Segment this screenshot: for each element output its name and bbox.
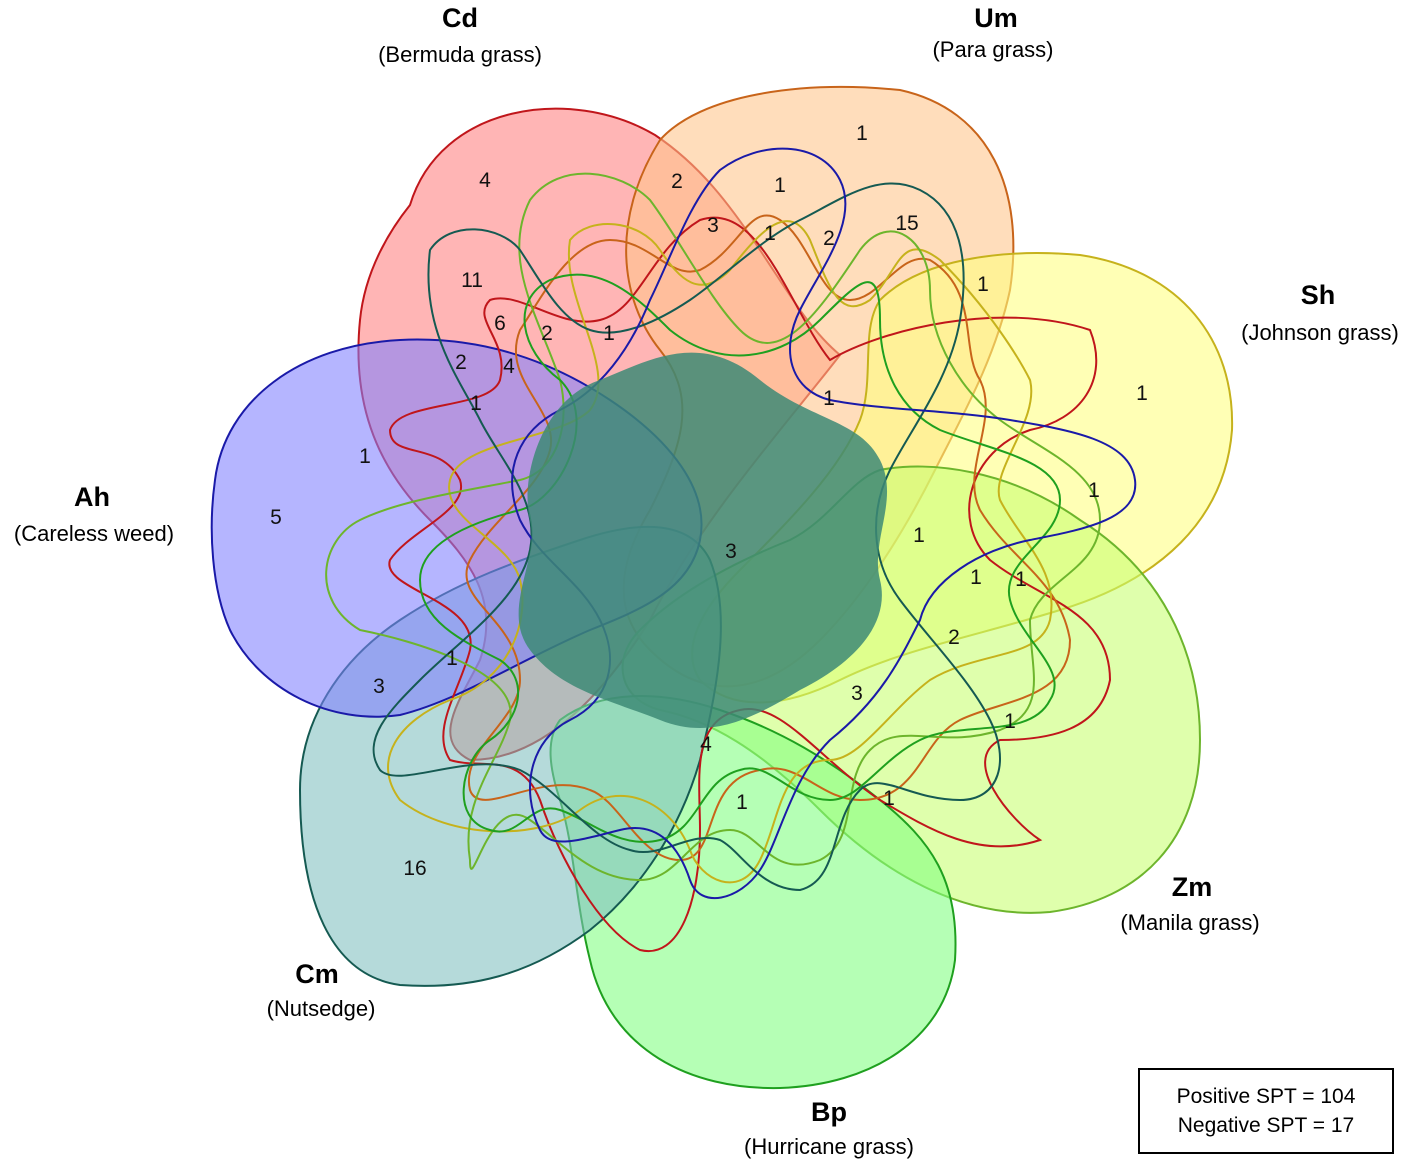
region-count: 2 [455,351,467,374]
set-sublabel-Cm: (Nutsedge) [267,996,376,1021]
region-count: 1 [470,392,482,415]
region-count: 1 [913,524,925,547]
region-count: 3 [707,214,719,237]
core-region [518,352,888,729]
region-count: 2 [541,322,553,345]
region-count: 6 [494,312,506,335]
region-count: 1 [883,787,895,810]
set-sublabel-Ah: (Careless weed) [14,521,174,546]
region-count: 1 [603,322,615,345]
region-count: 16 [403,857,426,880]
set-Bp-inner-outline [418,273,1062,843]
set-label-Bp: Bp [811,1097,847,1127]
region-count: 4 [503,355,515,378]
region-count: 3 [373,675,385,698]
set-label-Sh: Sh [1301,280,1336,310]
set-Cm-inner-outline [372,182,1001,892]
region-count: 15 [895,212,918,235]
set-label-Ah: Ah [74,482,110,512]
region-count: 1 [1015,568,1027,591]
region-count: 5 [270,506,282,529]
set-sublabel-Bp: (Hurricane grass) [744,1134,914,1159]
region-count: 1 [1088,479,1100,502]
set-sublabel-Zm: (Manila grass) [1120,910,1259,935]
set-label-Cm: Cm [295,959,339,989]
region-count: 3 [851,682,863,705]
region-count: 1 [856,122,868,145]
set-label-Cd: Cd [442,3,478,33]
region-count: 1 [977,273,989,296]
negative-spt-text: Negative SPT = 17 [1177,1114,1355,1137]
region-count: 4 [479,169,491,192]
set-sublabel-Um: (Para grass) [932,37,1053,62]
region-count: 2 [671,170,683,193]
region-count: 11 [461,269,483,292]
set-sublabel-Cd: (Bermuda grass) [378,42,542,67]
region-count: 2 [823,227,835,250]
region-count: 1 [764,222,776,245]
region-count: 2 [948,626,960,649]
region-count: 4 [700,733,712,756]
region-count: 1 [774,174,786,197]
set-Um-inner-outline [465,214,1072,862]
region-count: 3 [725,540,737,563]
set-label-Zm: Zm [1172,872,1213,902]
summary-box: Positive SPT = 104 Negative SPT = 17 [1138,1068,1394,1154]
region-count: 1 [736,791,748,814]
region-count: 1 [970,566,982,589]
region-count: 1 [1136,382,1148,405]
set-sublabel-Sh: (Johnson grass) [1241,320,1399,345]
positive-spt-text: Positive SPT = 104 [1176,1085,1356,1108]
set-label-Um: Um [974,3,1018,33]
region-count: 1 [1004,710,1016,733]
region-count: 1 [823,387,835,410]
region-count: 1 [446,647,458,670]
set-Cd-inner-outline [388,216,1112,953]
set-Zm-inner-outline [325,172,1102,882]
region-count: 1 [359,445,371,468]
